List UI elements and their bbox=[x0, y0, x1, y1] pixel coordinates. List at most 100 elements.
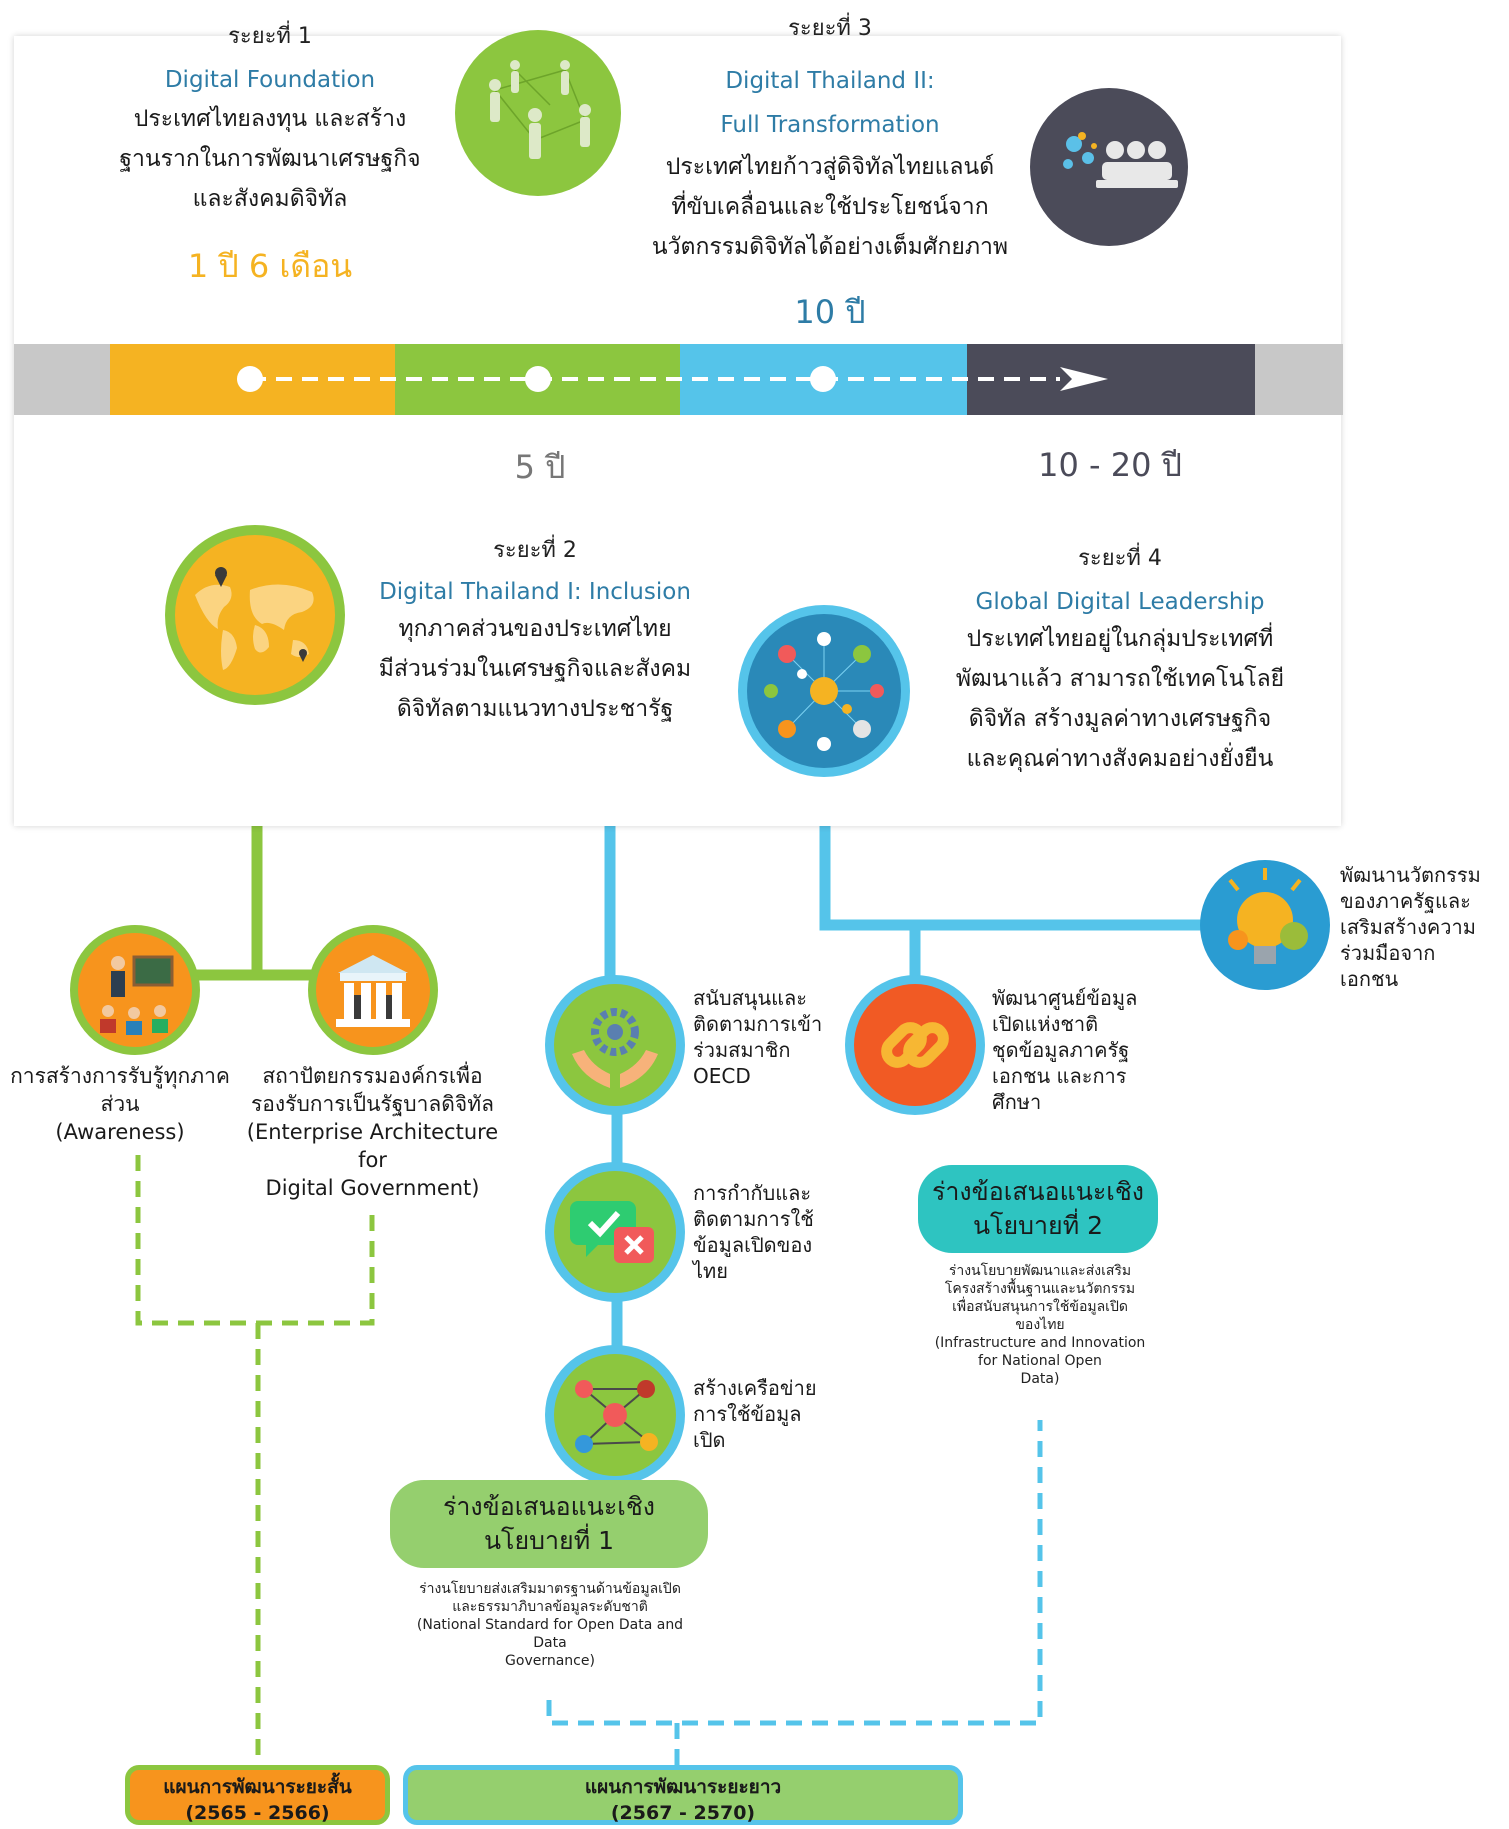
phase2-duration: 5 ปี bbox=[514, 448, 566, 486]
monitoring-label-4: ไทย bbox=[693, 1259, 728, 1283]
hands-gear-icon bbox=[572, 1008, 658, 1088]
world-map-circle bbox=[165, 525, 345, 705]
people-network-icon bbox=[489, 60, 591, 159]
policy-2-desc-7: Data) bbox=[1020, 1371, 1060, 1387]
timeline-segment-gray-end bbox=[1255, 344, 1343, 415]
policy-2-desc-1: ร่างนโยบายพัฒนาและส่งเสริม bbox=[948, 1263, 1132, 1279]
policy-2-desc: ร่างนโยบายพัฒนาและส่งเสริม โครงสร้างพื้น… bbox=[900, 1262, 1180, 1388]
policy-2-desc-4: ของไทย bbox=[1015, 1317, 1065, 1333]
policy-1-desc-3: (National Standard for Open Data and bbox=[416, 1617, 684, 1633]
short-term-plan-years: (2565 - 2566) bbox=[185, 1802, 330, 1824]
phase1-desc-1: ประเทศไทยลงทุน และสร้าง bbox=[133, 106, 407, 132]
phase2-desc-3: ดิจิทัลตามแนวทางประชารัฐ bbox=[396, 696, 674, 722]
timeline-segment-gray-start bbox=[14, 344, 110, 415]
phase4-block: ระยะที่ 4 Global Digital Leadership ประเ… bbox=[935, 540, 1305, 779]
phase2-desc-1: ทุกภาคส่วนของประเทศไทย bbox=[398, 616, 672, 642]
collaboration-circle bbox=[1030, 88, 1188, 246]
link-icon bbox=[881, 1022, 949, 1068]
long-term-plan: แผนการพัฒนาระยะยาว (2567 - 2570) bbox=[403, 1765, 963, 1825]
phase1-label: ระยะที่ 1 bbox=[228, 24, 312, 49]
phase3-name-2: Full Transformation bbox=[720, 112, 940, 138]
policy-2-title-2: นโยบายที่ 2 bbox=[972, 1211, 1104, 1240]
short-term-plan: แผนการพัฒนาระยะสั้น (2565 - 2566) bbox=[125, 1765, 390, 1825]
phase1-desc-3: และสังคมดิจิทัล bbox=[192, 186, 348, 212]
digital-apps-circle bbox=[738, 605, 910, 777]
open-data-center-circle bbox=[845, 975, 985, 1115]
oecd-label-3: ร่วมสมาชิก bbox=[693, 1038, 791, 1062]
long-term-plan-title: แผนการพัฒนาระยะยาว bbox=[584, 1776, 782, 1798]
policy-2-desc-2: โครงสร้างพื้นฐานและนวัตกรรม bbox=[944, 1281, 1136, 1297]
team-icon bbox=[1063, 132, 1178, 188]
building-icon bbox=[336, 955, 410, 1027]
innovation-label-4: ร่วมมือจาก bbox=[1340, 941, 1436, 965]
phase2-desc-2: มีส่วนร่วมในเศรษฐกิจและสังคม bbox=[378, 656, 692, 682]
policy-1-title-1: ร่างข้อเสนอแนะเชิง bbox=[442, 1492, 656, 1521]
innovation-label-5: เอกชน bbox=[1340, 967, 1399, 991]
oecd-label-2: ติดตามการเข้า bbox=[693, 1012, 823, 1036]
short-term-plan-title: แผนการพัฒนาระยะสั้น bbox=[163, 1776, 352, 1798]
phase4-name: Global Digital Leadership bbox=[975, 589, 1265, 615]
ea-label-4: for bbox=[358, 1148, 387, 1172]
world-map-icon bbox=[195, 567, 314, 670]
policy-2-desc-3: เพื่อสนับสนุนการใช้ข้อมูลเปิด bbox=[952, 1299, 1128, 1315]
odc-label-2: เปิดแห่งชาติ bbox=[992, 1012, 1099, 1036]
open-data-center-label: พัฒนาศูนย์ข้อมูล เปิดแห่งชาติ ชุดข้อมูลภ… bbox=[992, 985, 1192, 1115]
phase3-desc-2: ที่ขับเคลื่อนและใช้ประโยชน์จาก bbox=[671, 194, 989, 220]
phase3-desc-1: ประเทศไทยก้าวสู่ดิจิทัลไทยแลนด์ bbox=[665, 154, 995, 180]
oecd-label-1: สนับสนุนและ bbox=[693, 986, 808, 1010]
policy-1-desc-4: Data bbox=[533, 1635, 567, 1651]
odc-label-1: พัฒนาศูนย์ข้อมูล bbox=[992, 986, 1138, 1010]
phase1-name: Digital Foundation bbox=[164, 67, 376, 93]
oecd-label-4: OECD bbox=[693, 1064, 751, 1088]
monitoring-label-3: ข้อมูลเปิดของ bbox=[693, 1233, 813, 1257]
phase3-name-1: Digital Thailand II: bbox=[725, 68, 935, 94]
policy-1-title-2: นโยบายที่ 1 bbox=[483, 1526, 615, 1555]
network-label-2: การใช้ข้อมูล bbox=[693, 1402, 802, 1426]
policy-2-desc-6: for National Open bbox=[978, 1353, 1102, 1369]
innovation-label: พัฒนานวัตกรรม ของภาครัฐและ เสริมสร้างควา… bbox=[1340, 862, 1509, 992]
awareness-label-1: การสร้างการรับรู้ทุกภาค bbox=[10, 1064, 230, 1088]
phase4-label: ระยะที่ 4 bbox=[1078, 546, 1162, 571]
policy-1-desc-1: ร่างนโยบายส่งเสริมมาตรฐานด้านข้อมูลเปิด bbox=[419, 1581, 681, 1597]
policy-2-title-1: ร่างข้อเสนอแนะเชิง bbox=[931, 1177, 1145, 1206]
lightbulb-gear-icon bbox=[1228, 868, 1308, 964]
odc-label-3: ชุดข้อมูลภาครัฐ bbox=[992, 1038, 1130, 1062]
teacher-icon bbox=[100, 955, 174, 1035]
innovation-circle bbox=[1200, 860, 1330, 990]
oecd-circle bbox=[545, 975, 685, 1115]
phase1-desc-2: ฐานรากในการพัฒนาเศรษฐกิจ bbox=[119, 146, 421, 172]
ea-label-3: (Enterprise Architecture bbox=[246, 1120, 499, 1144]
policy-2-desc-5: (Infrastructure and Innovation bbox=[934, 1335, 1146, 1351]
innovation-label-3: เสริมสร้างความ bbox=[1340, 915, 1476, 939]
phase1-block: ระยะที่ 1 Digital Foundation ประเทศไทยลง… bbox=[100, 18, 440, 292]
policy-1-desc: ร่างนโยบายส่งเสริมมาตรฐานด้านข้อมูลเปิด … bbox=[370, 1580, 730, 1670]
ea-label-5: Digital Government) bbox=[265, 1176, 480, 1200]
phase4-desc-1: ประเทศไทยอยู่ในกลุ่มประเทศที่ bbox=[966, 626, 1274, 652]
policy-1-desc-2: และธรรมาภิบาลข้อมูลระดับชาติ bbox=[452, 1599, 648, 1615]
network-label: สร้างเครือข่าย การใช้ข้อมูล เปิด bbox=[693, 1375, 863, 1453]
monitoring-label: การกำกับและ ติดตามการใช้ ข้อมูลเปิดของ ไ… bbox=[693, 1180, 863, 1284]
phase2-block: ระยะที่ 2 Digital Thailand I: Inclusion … bbox=[370, 532, 700, 729]
phase4-duration: 10 - 20 ปี bbox=[1038, 446, 1182, 484]
policy-2-pill: ร่างข้อเสนอแนะเชิง นโยบายที่ 2 bbox=[918, 1165, 1158, 1253]
phase1-duration: 1 ปี 6 เดือน bbox=[187, 247, 353, 285]
phase2-name: Digital Thailand I: Inclusion bbox=[379, 579, 691, 605]
people-network-circle bbox=[455, 30, 621, 196]
phase4-desc-3: ดิจิทัล สร้างมูลค่าทางเศรษฐกิจ bbox=[968, 706, 1272, 732]
odc-label-4: เอกชน และการ bbox=[992, 1064, 1127, 1088]
phase3-desc-3: นวัตกรรมดิจิทัลได้อย่างเต็มศักยภาพ bbox=[651, 234, 1009, 260]
innovation-label-2: ของภาครัฐและ bbox=[1340, 889, 1471, 913]
apps-network-icon bbox=[764, 632, 884, 751]
awareness-label: การสร้างการรับรู้ทุกภาค ส่วน (Awareness) bbox=[0, 1062, 240, 1146]
monitoring-label-1: การกำกับและ bbox=[693, 1181, 812, 1205]
timeline-arrow bbox=[237, 366, 1108, 392]
awareness-label-3: (Awareness) bbox=[55, 1120, 185, 1144]
phase3-duration: 10 ปี bbox=[794, 293, 866, 331]
network-circle bbox=[545, 1345, 685, 1485]
odc-label-5: ศึกษา bbox=[992, 1090, 1042, 1114]
long-term-plan-years: (2567 - 2570) bbox=[610, 1802, 756, 1824]
phase4-desc-2: พัฒนาแล้ว สามารถใช้เทคโนโลยี bbox=[955, 666, 1285, 692]
enterprise-architecture-label: สถาปัตยกรรมองค์กรเพื่อ รองรับการเป็นรัฐบ… bbox=[235, 1062, 510, 1202]
oecd-label: สนับสนุนและ ติดตามการเข้า ร่วมสมาชิก OEC… bbox=[693, 985, 863, 1089]
phase4-desc-4: และคุณค่าทางสังคมอย่างยั่งยืน bbox=[966, 746, 1274, 772]
